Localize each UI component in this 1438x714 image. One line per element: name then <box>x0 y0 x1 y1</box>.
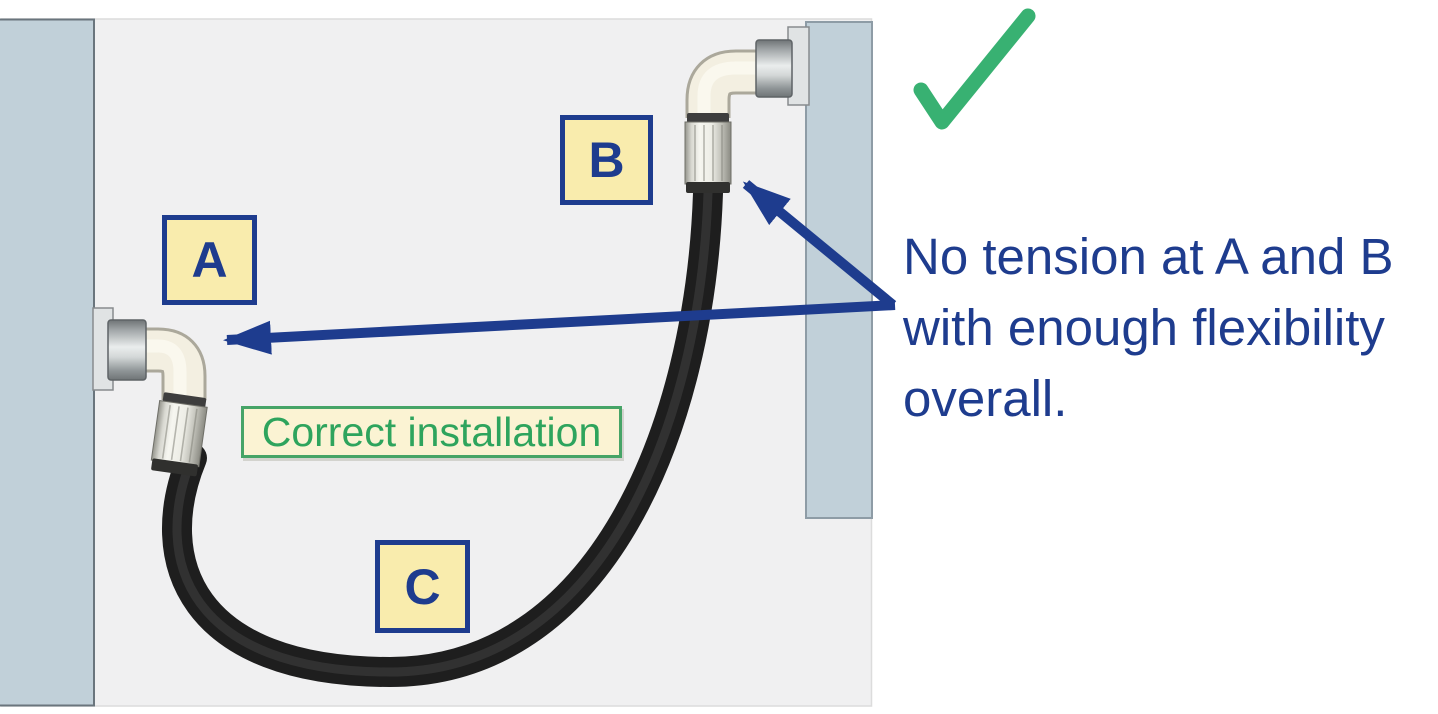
mounting-panel-left <box>0 18 95 707</box>
point-label-c-text: C <box>404 558 441 615</box>
point-label-c: C <box>375 540 470 633</box>
point-label-b-text: B <box>588 132 625 188</box>
fitting-a-ferrule <box>150 392 208 477</box>
hydraulic-hose <box>162 178 723 688</box>
annotation-note: No tension at A and B with enough flexib… <box>903 221 1423 434</box>
arrow-to-fitting-b <box>742 180 897 309</box>
annotation-note-line-3: overall. <box>903 370 1068 427</box>
fitting-b-hex-nut <box>755 39 793 98</box>
annotation-arrows <box>223 180 897 355</box>
mounting-panel-right <box>805 21 873 519</box>
point-label-a: A <box>162 215 257 305</box>
fitting-a-hex-nut <box>107 319 147 381</box>
annotation-note-line-1: No tension at A and B <box>903 228 1394 285</box>
elbow-fitting-b <box>684 26 810 193</box>
elbow-fitting-a <box>92 307 208 477</box>
point-label-b: B <box>560 115 653 205</box>
checkmark-icon <box>913 8 1036 130</box>
point-label-a-text: A <box>191 232 228 288</box>
annotation-note-line-2: with enough flexibility <box>903 299 1385 356</box>
arrow-to-fitting-a <box>223 300 896 355</box>
caption-correct-installation: Correct installation <box>241 406 622 458</box>
fitting-b-ferrule <box>684 113 732 193</box>
caption-text: Correct installation <box>261 408 602 455</box>
